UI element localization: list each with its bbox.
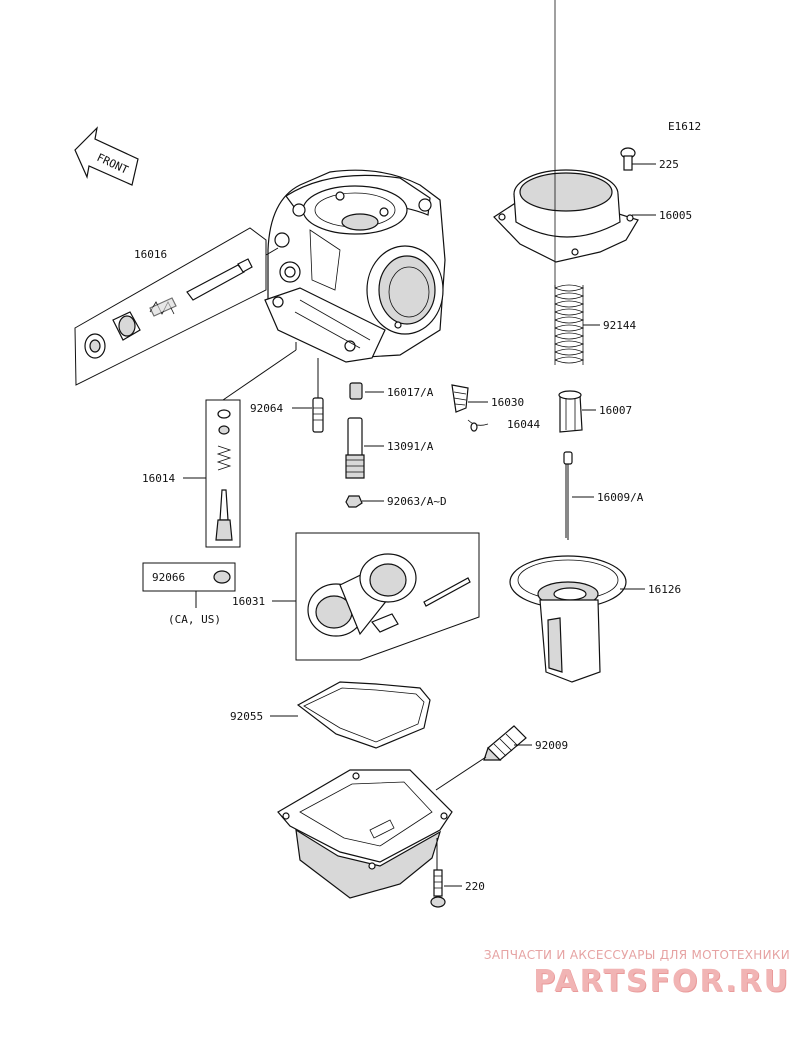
needle-jet-column bbox=[345, 382, 365, 508]
part-label-16030: 16030 bbox=[491, 396, 524, 409]
part-label-16016: 16016 bbox=[134, 248, 167, 261]
throttle-assembly bbox=[295, 532, 480, 661]
watermark: ЗАПЧАСТИ И АКСЕССУАРЫ ДЛЯ МОТОТЕХНИКИ PA… bbox=[470, 948, 790, 999]
watermark-logo: PARTSFOR.RU bbox=[533, 964, 790, 999]
part-label-13091: 13091/A bbox=[387, 440, 434, 453]
plug-box bbox=[142, 562, 236, 608]
part-label-16044: 16044 bbox=[507, 418, 540, 431]
diagram-code: E1612 bbox=[668, 120, 701, 133]
jet-needle-kit bbox=[205, 342, 297, 548]
part-label-92066: 92066 bbox=[152, 571, 185, 584]
bowl-screw bbox=[430, 869, 446, 908]
top-cap bbox=[493, 147, 639, 263]
jet-needle bbox=[563, 451, 573, 540]
part-label-92064: 92064 bbox=[250, 402, 283, 415]
part-label-92144: 92144 bbox=[603, 319, 636, 332]
part-label-16005: 16005 bbox=[659, 209, 692, 222]
part-label-16007: 16007 bbox=[599, 404, 632, 417]
part-label-16031: 16031 bbox=[232, 595, 265, 608]
diaphragm-spring bbox=[554, 0, 585, 365]
part-label-92055: 92055 bbox=[230, 710, 263, 723]
part-label-225: 225 bbox=[659, 158, 679, 171]
front-arrow-icon: FRONT bbox=[74, 126, 139, 186]
pilot-screw-assembly bbox=[74, 227, 279, 386]
diaphragm-slide bbox=[509, 555, 627, 683]
carburetor-body bbox=[264, 169, 446, 363]
float-bowl-gasket bbox=[296, 681, 431, 749]
part-label-92009: 92009 bbox=[535, 739, 568, 752]
region-note: (CA, US) bbox=[168, 613, 221, 626]
leader-lines bbox=[183, 163, 656, 887]
part-label-16014: 16014 bbox=[142, 472, 175, 485]
part-label-16126: 16126 bbox=[648, 583, 681, 596]
air-screw bbox=[435, 725, 527, 791]
part-label-220: 220 bbox=[465, 880, 485, 893]
part-label-16017: 16017/A bbox=[387, 386, 434, 399]
float-bowl bbox=[277, 769, 453, 899]
part-label-16009: 16009/A bbox=[597, 491, 644, 504]
main-jet-holder bbox=[312, 358, 324, 433]
needle-holder bbox=[558, 390, 583, 433]
part-label-92063: 92063/A~D bbox=[387, 495, 447, 508]
watermark-tagline: ЗАПЧАСТИ И АКСЕССУАРЫ ДЛЯ МОТОТЕХНИКИ bbox=[483, 948, 790, 962]
float-valve bbox=[451, 384, 489, 432]
